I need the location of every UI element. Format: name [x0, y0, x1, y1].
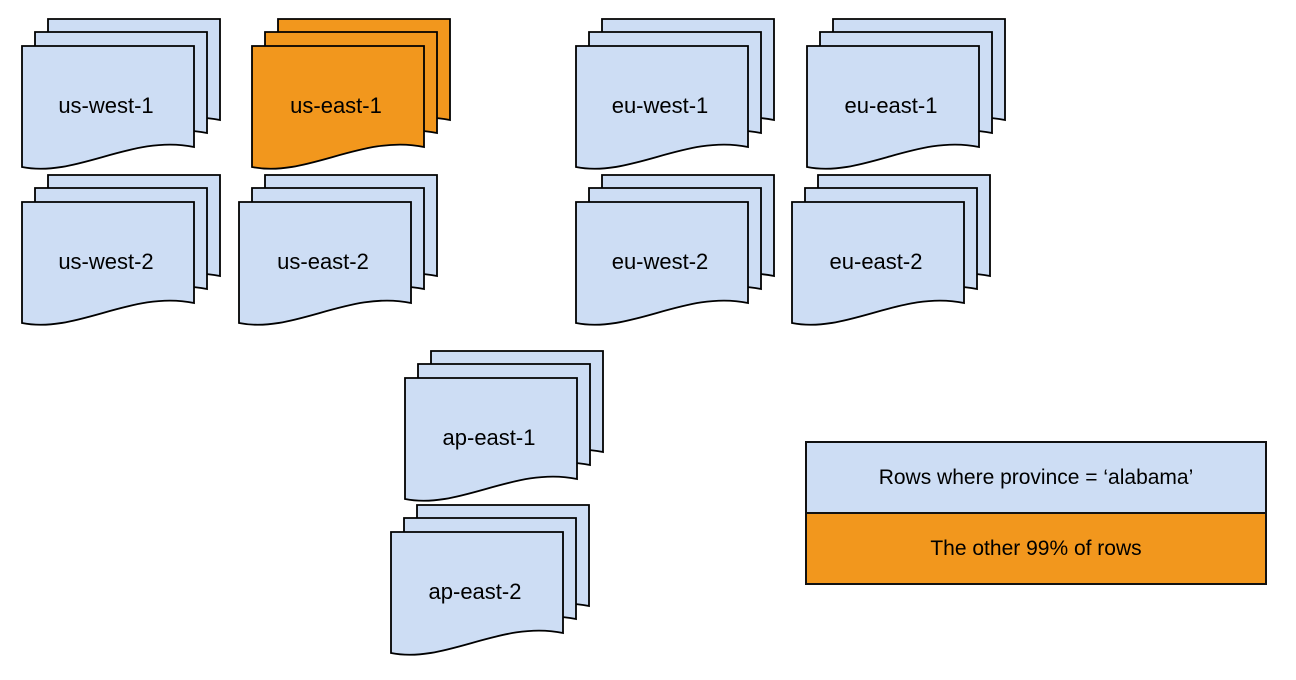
document-shape-front — [404, 377, 578, 502]
document-shape-front-path — [390, 531, 564, 656]
legend-item-alabama-rows: Rows where province = ‘alabama’ — [807, 443, 1265, 512]
document-shape-front-path — [806, 45, 980, 170]
document-shape-front — [806, 45, 980, 170]
region-stack-eu-east-1: eu-east-1 — [805, 17, 1006, 173]
document-shape-front-path — [791, 201, 965, 326]
document-shape-front — [238, 201, 412, 326]
document-shape-front-path — [404, 377, 578, 502]
document-shape-front — [251, 45, 425, 170]
document-shape-front — [21, 201, 195, 326]
document-shape-front-path — [251, 45, 425, 170]
document-shape-front-path — [21, 45, 195, 170]
region-stack-eu-west-2: eu-west-2 — [574, 173, 775, 329]
document-shape-front — [21, 45, 195, 170]
region-stack-ap-east-1: ap-east-1 — [403, 349, 604, 505]
document-shape-front-path — [575, 45, 749, 170]
region-stack-us-east-1: us-east-1 — [250, 17, 451, 173]
legend-item-alabama-rows-label: Rows where province = ‘alabama’ — [878, 465, 1194, 489]
document-shape-front — [575, 201, 749, 326]
legend: Rows where province = ‘alabama’ The othe… — [805, 441, 1267, 585]
document-shape-front-path — [238, 201, 412, 326]
region-stack-us-east-2: us-east-2 — [237, 173, 438, 329]
region-stack-us-west-2: us-west-2 — [20, 173, 221, 329]
document-shape-front — [791, 201, 965, 326]
document-shape-front — [390, 531, 564, 656]
region-stack-us-west-1: us-west-1 — [20, 17, 221, 173]
legend-item-other-rows: The other 99% of rows — [807, 512, 1265, 583]
legend-item-other-rows-label: The other 99% of rows — [930, 536, 1142, 560]
document-shape-front-path — [21, 201, 195, 326]
region-stack-eu-west-1: eu-west-1 — [574, 17, 775, 173]
region-stack-ap-east-2: ap-east-2 — [389, 503, 590, 659]
document-shape-front-path — [575, 201, 749, 326]
document-shape-front — [575, 45, 749, 170]
region-stack-eu-east-2: eu-east-2 — [790, 173, 991, 329]
